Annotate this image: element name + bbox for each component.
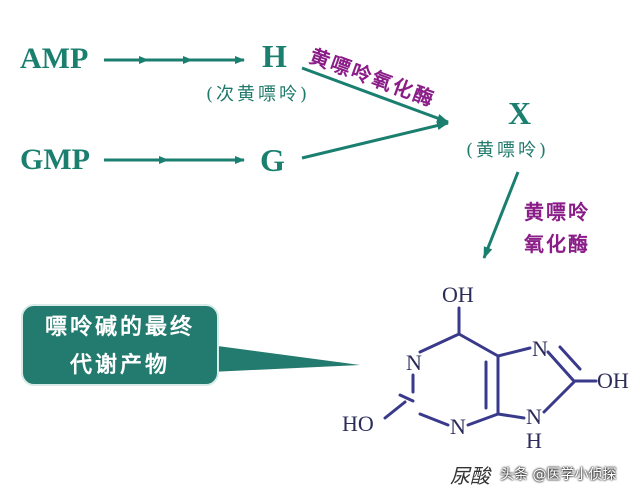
atom-ho-left: HO (342, 411, 374, 436)
amp-label: AMP (20, 42, 89, 75)
h-label: H (262, 38, 287, 74)
g-to-x-arrow (301, 121, 449, 160)
callout-pointer (210, 345, 360, 372)
callout-text: 嘌呤碱的最终 代谢产物 (22, 308, 218, 384)
x-note: (黄嘌呤) (466, 140, 550, 161)
atom-n3: N (450, 414, 466, 439)
uric-acid-caption: 尿酸 (450, 464, 490, 488)
atom-h9: H (526, 428, 542, 453)
enzyme-label-side-line1: 黄嘌呤 (524, 200, 590, 224)
enzyme-label-side-line2: 氧化酶 (524, 232, 590, 256)
x-to-uric-acid-arrow (482, 171, 520, 259)
callout-line2: 代谢产物 (69, 352, 170, 378)
uric-acid-bonds (383, 306, 598, 427)
gmp-label: GMP (20, 143, 90, 176)
h-to-x-arrow (301, 66, 449, 124)
g-label: G (260, 142, 285, 178)
callout-line1: 嘌呤碱的最终 (44, 314, 195, 340)
atom-n9: N (526, 404, 542, 429)
watermark: 头条 @医学小侦探 (500, 467, 617, 483)
h-note: (次黄嘌呤) (206, 84, 311, 105)
callout-box (21, 304, 219, 386)
atom-oh-right: OH (597, 368, 629, 393)
atom-n1: N (406, 350, 422, 375)
x-label: X (508, 95, 532, 131)
atom-n7: N (532, 336, 548, 361)
atom-oh-top: OH (442, 282, 474, 307)
